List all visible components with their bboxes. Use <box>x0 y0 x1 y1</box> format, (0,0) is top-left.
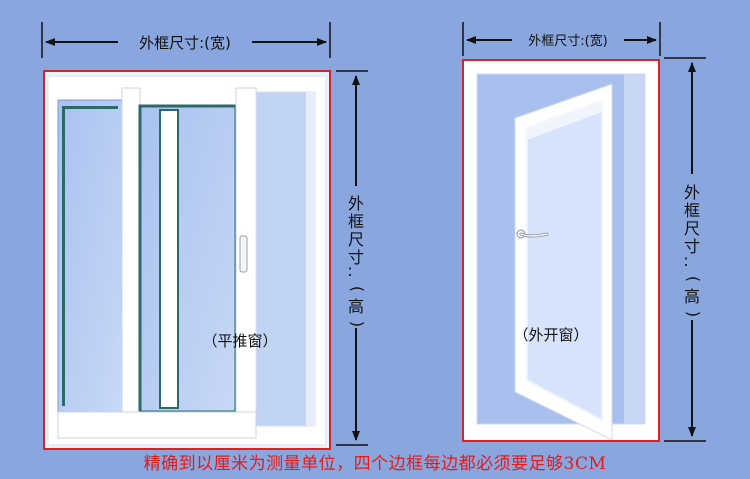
glass-pane-left <box>57 99 123 413</box>
casement-window: 外框尺寸:(宽) 外 框 尺 寸 : ( 高 ) （外开窗） <box>462 22 706 442</box>
glass-pane-middle <box>138 104 238 414</box>
svg-text:): ) <box>348 321 367 327</box>
svg-text:(: ( <box>684 276 703 282</box>
svg-text::: : <box>347 261 352 280</box>
svg-text:高: 高 <box>684 287 700 306</box>
height-label: 外 框 尺 寸 : ( 高 ) <box>347 194 367 327</box>
svg-text:寸: 寸 <box>684 237 700 256</box>
svg-text:尺: 尺 <box>348 230 364 249</box>
center-mullion <box>121 87 141 439</box>
sash-handle <box>239 235 248 273</box>
outer-frame-outline <box>462 59 660 442</box>
sash-glass <box>526 99 603 422</box>
height-label: 外 框 尺 寸 : ( 高 ) <box>683 183 703 317</box>
sliding-window: 外框尺寸:(宽) 外 框 尺 寸 : <box>41 22 368 450</box>
svg-text:外: 外 <box>684 183 700 202</box>
measurement-note: 精确到以厘米为测量单位，四个边框每边都必须要足够3CM <box>143 454 607 474</box>
svg-text:外: 外 <box>348 194 364 213</box>
width-label: 外框尺寸:(宽) <box>139 34 231 52</box>
svg-text:寸: 寸 <box>348 248 364 267</box>
svg-text::: : <box>683 251 688 270</box>
svg-text:框: 框 <box>684 201 700 220</box>
svg-text:尺: 尺 <box>684 219 700 238</box>
svg-text:框: 框 <box>348 212 364 231</box>
svg-text:): ) <box>684 311 703 317</box>
glass-pane-right <box>255 91 315 427</box>
svg-text:(: ( <box>348 286 367 292</box>
window-type-label: （外开窗） <box>513 326 588 344</box>
svg-text:高: 高 <box>348 297 364 316</box>
width-label: 外框尺寸:(宽) <box>528 33 608 49</box>
window-type-label: （平推窗） <box>202 332 277 350</box>
outer-frame-outline <box>43 70 331 450</box>
